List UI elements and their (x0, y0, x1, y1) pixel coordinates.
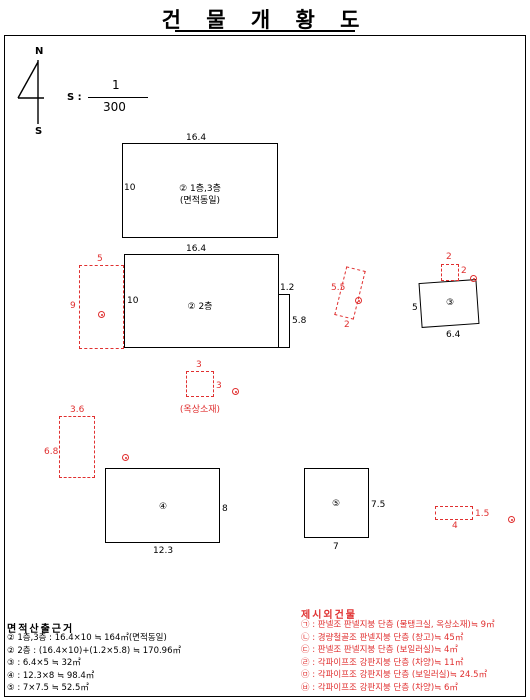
excluded-e-h: 2 (461, 266, 467, 276)
excluded-c-h: 6.8 (44, 447, 59, 457)
excluded-f-h: 1.5 (475, 509, 490, 519)
excluded-d-h: 5.5 (331, 283, 346, 293)
drawing-frame (4, 35, 526, 697)
building-5 (304, 468, 369, 538)
excluded-d-marker (355, 297, 363, 304)
excluded-line: ㉤ : 각파이프조 강판지붕 단층 (보일러실)≒ 24.5㎡ (301, 670, 488, 681)
building-1-side-dim: 10 (124, 183, 136, 193)
excluded-b-marker (232, 388, 240, 395)
area-calc-heading: 면적산출근거 (7, 624, 75, 635)
area-calc-line: ② 1층,3층 : 16.4×10 ≒ 164㎡(면적동일) (7, 633, 167, 643)
excluded-b-h: 3 (216, 381, 222, 391)
building-2-label: ② 2층 (187, 302, 213, 312)
excluded-a-marker (98, 311, 105, 318)
area-calc-line: ⑤ : 7×7.5 ≒ 52.5㎡ (7, 683, 89, 694)
excluded-c-marker (122, 454, 130, 461)
building-5-h: 7.5 (371, 500, 386, 510)
excluded-f-w: 4 (452, 521, 458, 531)
excluded-heading: 제시외건물 (301, 610, 357, 621)
excluded-list: ㉠ : 판넬조 판넬지붕 단층 (물탱크실, 옥상소재)≒ 9㎡ ㉡ : 경량철… (301, 619, 495, 695)
building-2-side-dim: 10 (127, 296, 139, 306)
building-3-w: 6.4 (446, 330, 461, 340)
excluded-f-outline (435, 506, 473, 520)
excluded-e-outline (441, 264, 459, 281)
excluded-f-marker (508, 516, 516, 523)
building-4-w: 12.3 (153, 546, 174, 556)
title-underline (175, 30, 355, 32)
building-3-label: ③ (445, 298, 455, 308)
excluded-b-caption: (옥상소재) (179, 405, 221, 415)
building-5-label: ⑤ (331, 499, 341, 509)
excluded-c-outline (59, 416, 95, 478)
area-calc-line: ④ : 12.3×8 ≒ 98.4㎡ (7, 670, 95, 681)
building-4-h: 8 (222, 504, 228, 514)
building-2-top-dim: 16.4 (186, 244, 207, 254)
scale-line (88, 97, 148, 98)
scale-denominator: 300 (103, 100, 126, 114)
excluded-a-h: 9 (70, 301, 76, 311)
excluded-e-marker (470, 275, 478, 282)
area-calc-list: ② 1층,3층 : 16.4×10 ≒ 164㎡(면적동일) ② 2층 : (1… (7, 632, 181, 695)
excluded-e-w: 2 (446, 252, 452, 262)
scale-label: S : (67, 92, 82, 103)
excluded-a-outline (79, 265, 124, 349)
building-4 (105, 468, 220, 543)
south-label: S (35, 126, 43, 137)
building-1-sublabel: (면적동일) (179, 196, 221, 206)
building-5-w: 7 (333, 542, 339, 552)
building-2-ext-w: 1.2 (280, 283, 295, 293)
excluded-d-w: 2 (344, 320, 350, 330)
building-3-h: 5 (412, 303, 418, 313)
scale-numerator: 1 (112, 78, 120, 92)
excluded-b-w: 3 (196, 360, 202, 370)
building-1-label: ② 1층,3층 (179, 184, 221, 194)
building-2-ext-h: 5.8 (292, 316, 307, 326)
excluded-line: ㉣ : 각파이프조 강판지붕 단층 (차양)≒ 11㎡ (301, 657, 464, 668)
excluded-b-outline (186, 371, 214, 397)
building-1-floor1-3 (122, 143, 278, 238)
page-title: 건 물 개 황 도 (161, 8, 369, 32)
north-label: N (35, 46, 44, 57)
area-calc-line: ② 2층 : (16.4×10)+(1.2×5.8) ≒ 170.96㎡ (7, 645, 182, 656)
excluded-c-w: 3.6 (70, 405, 85, 415)
excluded-line: ㉥ : 각파이프조 강판지붕 단층 (차양)≒ 6㎡ (301, 682, 458, 693)
building-1-top-dim: 16.4 (186, 133, 207, 143)
area-calc-line: ③ : 6.4×5 ≒ 32㎡ (7, 658, 81, 669)
excluded-line: ㉠ : 판넬조 판넬지붕 단층 (물탱크실, 옥상소재)≒ 9㎡ (301, 620, 495, 630)
building-4-label: ④ (158, 502, 168, 512)
excluded-line: ㉡ : 경량철골조 판넬지붕 단층 (창고)≒ 45㎡ (301, 632, 464, 643)
compass-icon (17, 60, 44, 124)
building-2-extension (278, 294, 290, 348)
excluded-a-w: 5 (97, 254, 103, 264)
excluded-line: ㉢ : 판넬조 판넬지붕 단층 (보일러실)≒ 4㎡ (301, 645, 458, 656)
